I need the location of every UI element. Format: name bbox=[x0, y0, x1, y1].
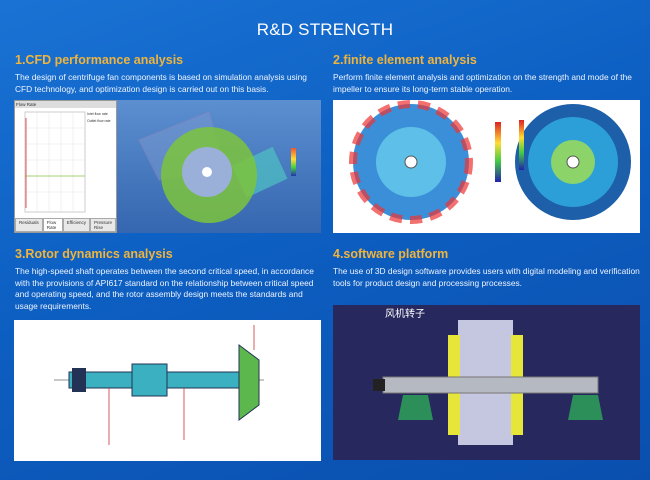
section-text-cfd: The design of centrifuge fan components … bbox=[15, 72, 307, 94]
section-text-fea: Perform finite element analysis and opti… bbox=[333, 72, 632, 94]
page-title: R&D STRENGTH bbox=[256, 20, 394, 39]
section-heading-rotor: 3.Rotor dynamics analysis bbox=[15, 247, 173, 261]
rotor-dynamics-image bbox=[14, 320, 321, 461]
fea-impeller-image bbox=[333, 100, 640, 233]
section-text-software: The use of 3D design software provides u… bbox=[333, 266, 640, 288]
section-text-rotor: The high-speed shaft operates between th… bbox=[15, 266, 314, 311]
section-heading-cfd: 1.CFD performance analysis bbox=[15, 53, 184, 67]
tab-flow-rate[interactable]: Flow Rate bbox=[42, 218, 63, 232]
legend-outlet: Outlet flow rate bbox=[87, 119, 111, 123]
tab-residuals[interactable]: Residuals bbox=[15, 218, 43, 232]
volute-flow-render bbox=[138, 111, 296, 223]
software-rotor-model-image: 风机转子 bbox=[333, 305, 640, 460]
section-heading-software: 4.software platform bbox=[333, 247, 449, 261]
cfd-simulation-image: Flow Rate Inlet flow rate Outlet flow ra… bbox=[14, 100, 321, 233]
tab-pressure-rise[interactable]: Pressure Rise bbox=[89, 218, 116, 232]
tab-efficiency[interactable]: Efficiency bbox=[62, 218, 90, 232]
section-heading-fea: 2.finite element analysis bbox=[333, 53, 477, 67]
legend-inlet: Inlet flow rate bbox=[87, 112, 108, 116]
flow-rate-chart-panel: Flow Rate Inlet flow rate Outlet flow ra… bbox=[14, 100, 117, 233]
rotor-label: 风机转子 bbox=[385, 309, 425, 320]
flow-rate-plot bbox=[24, 111, 86, 213]
panel-title: Flow Rate bbox=[15, 101, 116, 108]
